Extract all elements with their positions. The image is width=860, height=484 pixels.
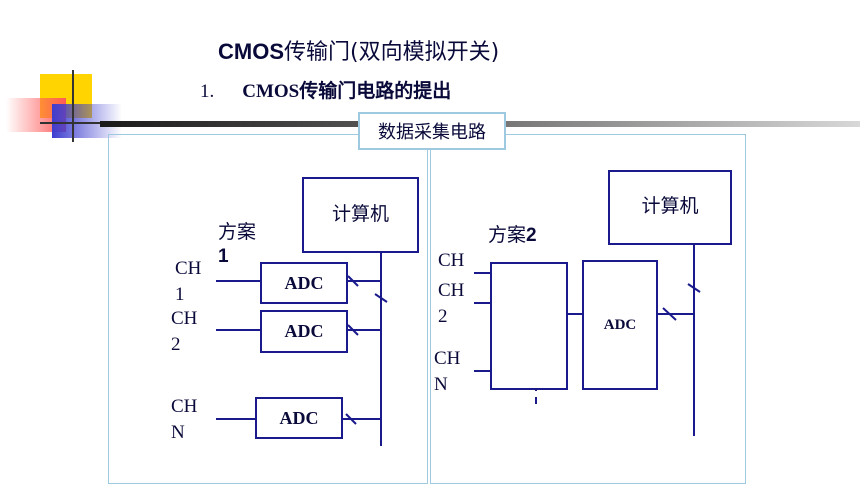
left-scheme-label: 方案 1	[218, 220, 256, 269]
adc-box-1: ADC	[260, 262, 348, 304]
diagram-caption: 数据采集电路	[358, 112, 506, 150]
adc-2-label: ADC	[284, 321, 324, 341]
right-channel-label-2: CH 2	[438, 280, 465, 327]
subtitle-latin: CMOS	[242, 81, 300, 102]
right-adc-output-tick	[662, 307, 677, 321]
left-computer-box: 计算机	[302, 177, 419, 253]
adc-box-2: ADC	[260, 310, 348, 353]
left-channel-label-n: CH N	[171, 396, 198, 443]
deco-vertical-line	[72, 70, 74, 142]
right-bus-tick	[687, 283, 701, 293]
left-channel-label-2: CH 2	[171, 308, 198, 355]
adc-1-label: ADC	[284, 272, 324, 293]
right-scheme-label: 方案2	[488, 223, 537, 248]
right-adc-box: ADC	[582, 260, 658, 390]
left-computer-label: 计算机	[331, 202, 389, 225]
right-adc-label: ADC	[603, 316, 637, 333]
left-channel-label-1: CH 1	[175, 258, 202, 305]
right-channel-label-1: CH	[438, 250, 465, 271]
left-scheme-text: 方案	[218, 221, 257, 243]
slide-title: CMOS传输门(双向模拟开关)	[218, 34, 499, 66]
title-latin: CMOS	[218, 39, 284, 64]
slide-subtitle: 1. CMOS传输门电路的提出	[200, 76, 451, 103]
subtitle-rest: 传输门电路的提出	[299, 81, 452, 102]
subtitle-number: 1.	[200, 81, 215, 102]
right-computer-label: 计算机	[641, 195, 699, 217]
adc-n-label: ADC	[279, 407, 319, 428]
adc-box-n: ADC	[255, 397, 343, 439]
right-scheme-text: 方案	[488, 224, 527, 246]
multiplexer-switch-box	[490, 262, 568, 390]
title-rest: 传输门(双向模拟开关)	[284, 40, 500, 65]
adc2-output-tick	[347, 324, 359, 336]
right-channel-label-n: CH N	[434, 348, 461, 395]
deco-horizontal-line	[40, 122, 130, 124]
adcn-output-tick	[345, 413, 357, 425]
left-bus-tick	[374, 293, 388, 303]
left-scheme-number: 1	[218, 246, 229, 267]
adc1-output-tick	[347, 275, 359, 287]
right-computer-box: 计算机	[608, 170, 732, 245]
right-scheme-number: 2	[526, 225, 537, 246]
